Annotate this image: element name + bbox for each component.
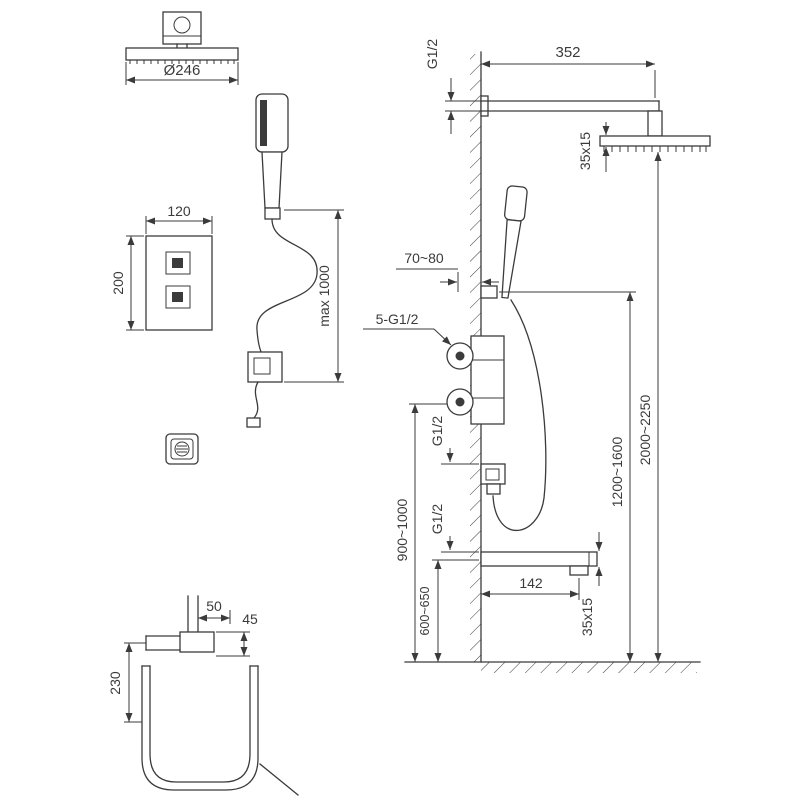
overhead-head-side — [599, 135, 711, 147]
dim-hose-max-length: max 1000 — [284, 209, 344, 383]
dim-label-panel-height: 200 — [110, 271, 126, 295]
spout-elbow — [179, 631, 215, 653]
dim-label-tub-offset-a: 50 — [206, 598, 222, 614]
dim-spout-reach: 142 — [481, 575, 580, 600]
dim-tub-height: 230 — [107, 642, 146, 723]
hose-connector — [246, 417, 261, 428]
arm-wall-flange — [480, 95, 489, 117]
dim-overall-height: 2000~2250 — [637, 152, 662, 662]
control-panel-body — [145, 235, 213, 331]
hand-shower-detail: max 1000 — [246, 93, 344, 428]
head-stem — [647, 110, 663, 137]
hose-nut — [264, 207, 281, 220]
tub-outer-wall — [141, 665, 259, 791]
shower-head-plate — [125, 47, 239, 61]
dim-label-hose-max: max 1000 — [316, 265, 332, 327]
elevation-hose — [492, 299, 547, 532]
dim-panel-width: 120 — [145, 203, 213, 234]
dim-spout-height: 600~650 — [418, 559, 479, 662]
dim-outlet-thread-mid: G1/2 — [429, 416, 479, 465]
dim-spout-profile: 35x15 — [579, 532, 603, 636]
elevation-hand-shower — [501, 185, 528, 299]
bath-spout — [480, 551, 598, 567]
floor-edge-line — [259, 763, 299, 796]
dim-label-tub-offset-b: 45 — [242, 611, 258, 627]
dim-label-head-profile: 35x15 — [577, 132, 593, 170]
dim-label-handshower-height: 1200~1600 — [609, 437, 625, 508]
tub-spout-detail: 230 50 45 — [107, 595, 299, 796]
floor-hatching — [481, 662, 697, 673]
spout-aerator — [569, 565, 589, 576]
overhead-shower-detail: Ø246 — [125, 11, 239, 85]
head-spray-lines — [603, 146, 707, 152]
dim-label-spout-profile: 35x15 — [579, 598, 595, 636]
dim-rail-offset: 70~80 — [396, 250, 499, 292]
drain-icon — [165, 433, 199, 465]
shower-hose — [256, 218, 318, 355]
dim-label-rail-offset: 70~80 — [404, 250, 444, 266]
dim-tub-offset-b: 45 — [216, 611, 258, 657]
dim-valve-inlets: 5-G1/2 — [363, 311, 452, 346]
dim-panel-height: 200 — [110, 235, 144, 331]
dim-arm-length: 352 — [481, 44, 656, 98]
spray-nozzles — [129, 60, 235, 64]
hose-wall-outlet — [480, 463, 506, 485]
dim-outlet-thread-low: G1/2 — [429, 504, 479, 553]
valve-body — [470, 335, 505, 425]
dim-label-tub-height: 230 — [107, 671, 123, 695]
control-button-bottom — [165, 285, 191, 309]
dim-label-outlet-thread-low: G1/2 — [429, 504, 445, 535]
dim-label-arm-length: 352 — [555, 44, 580, 61]
dim-valve-height: 900~1000 — [394, 403, 447, 662]
dim-tub-offset-a: 50 — [198, 598, 231, 624]
dim-handshower-height: 1200~1600 — [499, 291, 636, 662]
dim-overhead-diameter: Ø246 — [125, 62, 239, 85]
dim-label-panel-width: 120 — [167, 203, 191, 219]
tub-inner-wall — [149, 665, 251, 783]
hand-shower-handle — [261, 151, 283, 209]
hand-shower-bracket — [480, 285, 498, 299]
control-button-top — [165, 251, 191, 275]
dim-label-outlet-thread-mid: G1/2 — [429, 416, 445, 447]
dim-arm-thread: G1/2 — [424, 39, 481, 134]
control-panel-detail: 120 200 — [110, 203, 213, 331]
dim-label-overall-height: 2000~2250 — [637, 395, 653, 466]
dim-label-valve-inlets: 5-G1/2 — [376, 311, 419, 327]
wall-outlet — [247, 351, 283, 383]
dim-label-arm-thread: G1/2 — [424, 39, 440, 70]
installation-elevation: 352 G1/2 35x15 — [363, 39, 711, 673]
dim-label-spout-reach: 142 — [519, 575, 543, 591]
thermostatic-valve — [446, 335, 505, 425]
dim-label-valve-height: 900~1000 — [394, 498, 410, 561]
dim-label-spout-height: 600~650 — [418, 586, 432, 635]
dim-head-profile: 35x15 — [577, 122, 610, 172]
dim-label-overhead-diameter: Ø246 — [164, 62, 201, 79]
